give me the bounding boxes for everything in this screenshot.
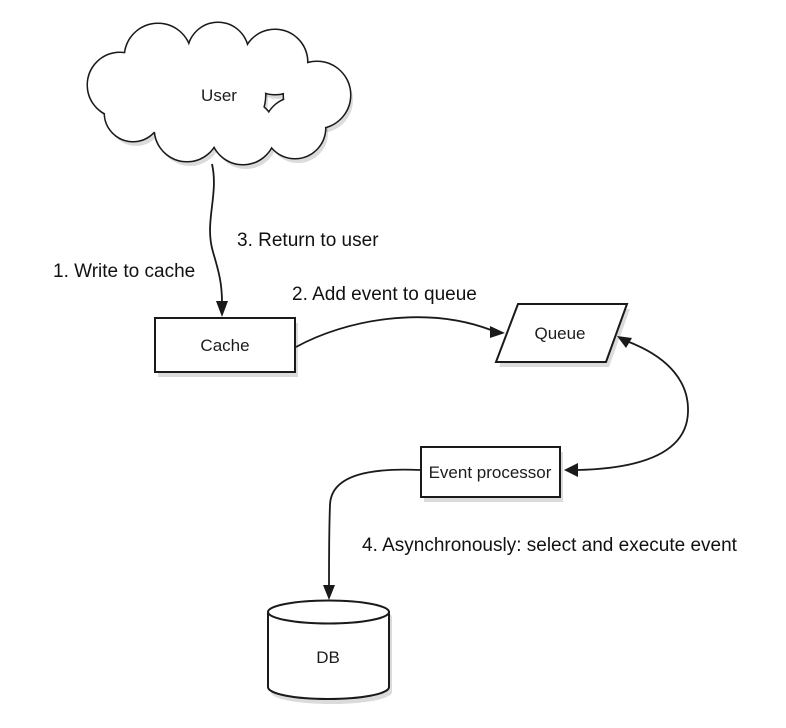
edge-label-write-to-cache: 1. Write to cache [53, 261, 195, 282]
queue-node: Queue [494, 303, 630, 367]
edge-label-return-to-user: 3. Return to user [237, 230, 379, 251]
event-processor-node-label: Event processor [429, 463, 552, 482]
queue-parallelogram [494, 303, 629, 363]
db-cylinder-body [267, 611, 390, 701]
queue-node-label: Queue [534, 324, 585, 343]
edge-event-processor-to-db-arrowhead [323, 585, 335, 600]
event-processor-node: Event processor [420, 446, 563, 502]
edge-user-to-cache-arrowhead [216, 301, 228, 317]
db-cylinder-top [267, 599, 390, 625]
cache-node-label: Cache [200, 336, 249, 355]
edge-arrowhead-into-event-processor [564, 463, 578, 477]
edge-cache-to-queue-line [295, 316, 492, 348]
cache-node: Cache [154, 317, 298, 377]
edge-user-to-cache: 1. Write to cache 3. Return to user [53, 163, 379, 317]
event-processor-box [420, 446, 561, 498]
edge-queue-event-processor-line [577, 341, 689, 471]
edge-event-processor-to-db: 4. Asynchronously: select and execute ev… [323, 468, 738, 600]
edge-user-to-cache-line [209, 163, 223, 303]
edge-cache-to-queue-arrowhead [490, 326, 505, 338]
edge-arrowhead-into-queue [617, 336, 632, 348]
user-node-label: User [201, 86, 237, 105]
edge-label-asynchronously: 4. Asynchronously: select and execute ev… [362, 535, 738, 556]
edge-queue-event-processor [564, 336, 689, 477]
edge-label-add-event-to-queue: 2. Add event to queue [292, 284, 477, 305]
cloud-fill [88, 23, 350, 164]
db-node-label: DB [316, 648, 340, 667]
edge-event-processor-to-db-line [328, 468, 421, 587]
edge-cache-to-queue: 2. Add event to queue [292, 284, 505, 348]
db-node: DB [267, 599, 392, 704]
user-cloud-node: User [86, 21, 353, 169]
cache-box [154, 317, 296, 373]
